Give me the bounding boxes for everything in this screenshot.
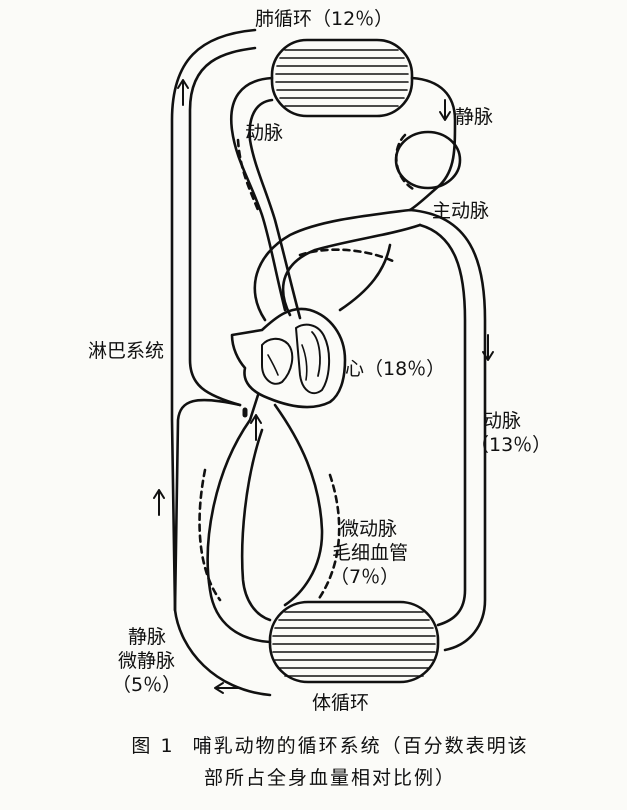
heart	[230, 307, 347, 409]
figure-number: 图 1	[131, 735, 175, 757]
pulmonary-vein-bulge	[394, 130, 462, 190]
systemic-arteriole	[273, 403, 324, 607]
lymphatic-vessel	[188, 46, 257, 407]
label-artery: 动脉	[483, 410, 522, 432]
pulmonary-artery	[229, 76, 287, 312]
caption-line-1: 哺乳动物的循环系统（百分数表明该	[192, 735, 529, 757]
systemic-artery-right	[418, 223, 467, 627]
caption-line-2: 部所占全身血量相对比例）	[203, 767, 456, 789]
pulmonary-capillary-bed	[270, 38, 414, 118]
flow-arrows	[153, 79, 494, 694]
label-vein: 静脉	[128, 626, 167, 648]
systemic-artery-outer	[408, 208, 487, 652]
systemic-vein	[206, 393, 272, 644]
circulatory-system-diagram	[153, 28, 494, 697]
label-vein-percent: （5％）	[112, 674, 182, 696]
label-heart: 心（18％）	[345, 358, 446, 380]
systemic-vein-inner	[240, 428, 272, 622]
aorta	[253, 208, 412, 322]
systemic-arteriole-dashed	[316, 473, 341, 602]
aorta-inner	[281, 223, 422, 317]
label-pulmonary-vein: 静脉	[455, 106, 494, 128]
systemic-capillary-bed	[268, 600, 440, 684]
label-pulmonary-circulation: 肺循环（12％）	[255, 8, 394, 30]
pulmonary-artery-dashed	[236, 138, 260, 212]
label-venule: 微静脉	[118, 650, 176, 672]
label-lymphatic-system: 淋巴系统	[88, 340, 165, 362]
label-pulmonary-artery: 动脉	[245, 122, 284, 144]
aorta-branch-to-heart	[338, 243, 392, 312]
label-arteriole: 微动脉	[340, 518, 398, 540]
systemic-venule-dashed	[198, 468, 222, 602]
label-aorta: 主动脉	[432, 200, 490, 222]
aorta-branch-dashed	[298, 248, 397, 264]
lymphatic-vessel-return	[173, 398, 242, 612]
label-capillary-percent: （7％）	[330, 566, 400, 588]
pulmonary-vein	[408, 76, 457, 212]
figure-caption: 图 1 哺乳动物的循环系统（百分数表明该 部所占全身血量相对比例）	[60, 730, 600, 794]
lymphatic-vessel-outer	[170, 28, 272, 697]
label-systemic-circulation: 体循环	[312, 692, 370, 714]
label-capillary: 毛细血管	[332, 542, 409, 564]
pulmonary-vein-dashed	[395, 133, 417, 192]
label-artery-percent: （13％）	[470, 434, 552, 456]
